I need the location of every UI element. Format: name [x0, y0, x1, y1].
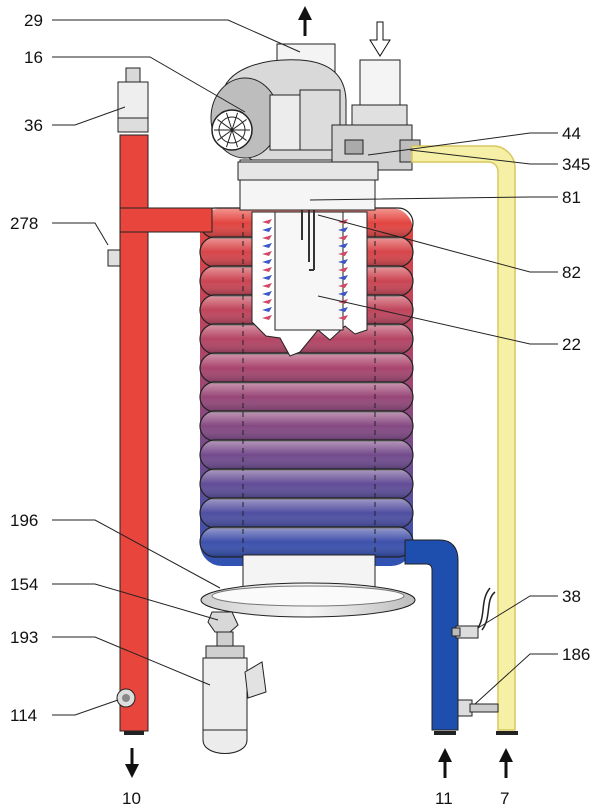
burner-flames-left [262, 219, 272, 320]
flame-mark [338, 307, 348, 312]
callout-22: 22 [562, 335, 581, 354]
flame-mark [262, 227, 272, 232]
siphon-193 [202, 631, 267, 754]
flame-mark [338, 259, 348, 264]
fan-spoke [231, 129, 247, 141]
flow-pipe-red [107, 67, 213, 735]
callout-38: 38 [562, 587, 581, 606]
flame-mark [338, 315, 348, 320]
callout-labels: 29 16 36 278 44 345 81 82 22 196 154 193… [10, 11, 590, 808]
sensor-278 [107, 249, 121, 267]
flame-mark [262, 283, 272, 288]
flame-mark [338, 275, 348, 280]
flame-mark [262, 219, 272, 224]
flame-mark [262, 275, 272, 280]
callout-44: 44 [562, 124, 581, 143]
flame-mark [338, 235, 348, 240]
fan-spoke [231, 112, 239, 131]
hollow-arrow-icon [369, 21, 391, 57]
fan-spoke [231, 119, 247, 131]
callout-82: 82 [562, 263, 581, 282]
bottom-assembly [200, 554, 416, 754]
coil-turn [199, 381, 414, 413]
callout-154: 154 [10, 575, 38, 594]
callout-278: 278 [10, 214, 38, 233]
coil-turn [199, 410, 414, 442]
top-assembly [210, 43, 421, 211]
coil-turn [199, 468, 414, 500]
flame-mark [262, 243, 272, 248]
callout-16: 16 [24, 48, 43, 67]
flame-mark [262, 291, 272, 296]
gas-valve-44 [331, 59, 421, 171]
flame-mark [338, 267, 348, 272]
callout-196: 196 [10, 511, 38, 530]
fan-16 [210, 59, 347, 161]
return-inlet-arrow-icon [438, 748, 452, 778]
return-pipe-blue [404, 539, 496, 735]
flame-mark [338, 251, 348, 256]
flue-exhaust-arrow-icon [298, 6, 312, 36]
flame-mark [262, 299, 272, 304]
gas-inlet-arrow-icon [499, 748, 513, 778]
coil-turn [199, 497, 414, 529]
coil-turn [199, 439, 414, 471]
flame-mark [262, 267, 272, 272]
callout-193: 193 [10, 628, 38, 647]
combustion-chamber-cutaway [251, 211, 368, 357]
leader-lines [52, 19, 558, 716]
fan-grille-icon [214, 112, 250, 148]
flame-mark [338, 227, 348, 232]
fan-spoke [231, 129, 239, 148]
coil-turn [199, 526, 414, 558]
callout-11: 11 [435, 789, 453, 808]
fan-spoke [217, 129, 233, 141]
fan-spoke [217, 119, 233, 131]
callout-36: 36 [24, 116, 43, 135]
callout-186: 186 [562, 645, 590, 664]
flame-mark [262, 235, 272, 240]
flame-mark [262, 251, 272, 256]
flame-mark [338, 291, 348, 296]
callout-81: 81 [562, 188, 581, 207]
callout-114: 114 [10, 706, 37, 725]
fan-spoke [225, 112, 233, 131]
flame-mark [338, 283, 348, 288]
flame-mark [338, 243, 348, 248]
flame-mark [262, 307, 272, 312]
coil-turn [199, 352, 414, 384]
callout-345: 345 [562, 155, 590, 174]
condensate-outlet-154 [207, 611, 239, 633]
callout-10: 10 [122, 789, 141, 808]
flame-mark [262, 259, 272, 264]
callout-29: 29 [24, 11, 43, 30]
gas-pipe-yellow [411, 145, 518, 735]
flame-mark [262, 315, 272, 320]
flow-outlet-arrow-icon [125, 748, 139, 778]
fan-spoke [225, 129, 233, 148]
callout-7: 7 [500, 789, 509, 808]
